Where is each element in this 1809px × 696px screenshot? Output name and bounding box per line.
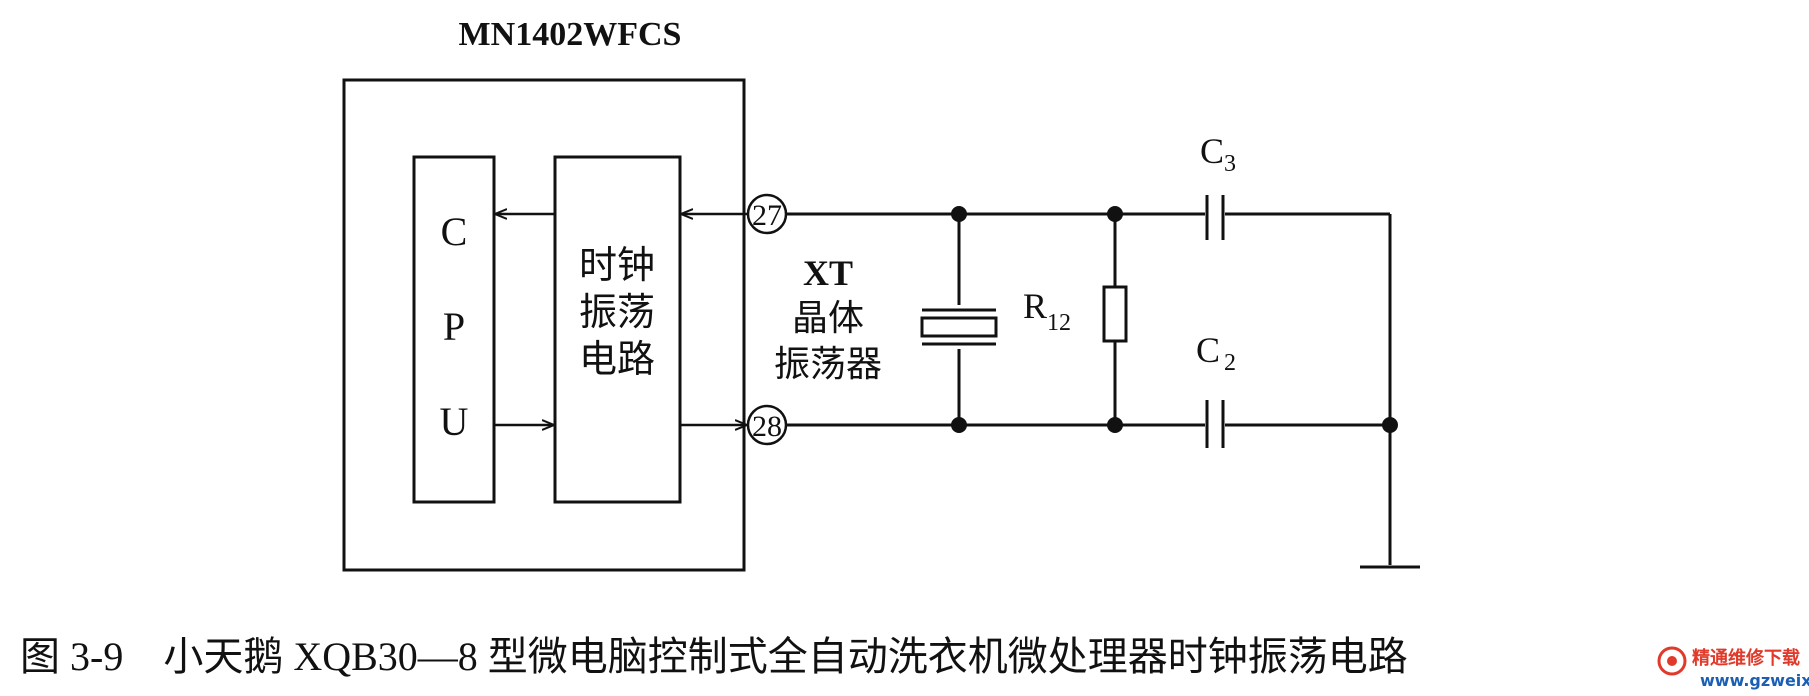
watermark-line-1: 精通维修下载 [1692, 647, 1800, 669]
crystal-label-line-3: 振荡器 [774, 344, 882, 384]
cpu-letter-p: P [443, 304, 465, 349]
chip-outline [342, 78, 746, 572]
clock-oscillator-block [553, 155, 682, 504]
cpu-letter-u: U [440, 399, 469, 444]
capacitor-c2-subscript: 2 [1224, 350, 1236, 376]
crystal-body [920, 316, 998, 338]
watermark-logo-inner-icon [1667, 656, 1677, 666]
watermark-line-2: www.gzweix.com [1700, 671, 1809, 690]
capacitor-c3-label: C3 [1200, 131, 1236, 177]
crystal-label-line-1: XT [803, 253, 853, 293]
capacitor-c3-subscript: 3 [1224, 151, 1236, 177]
pin-27-label: 27 [752, 199, 782, 232]
resistor-subscript: 12 [1047, 310, 1071, 336]
oscillator-block-line-3: 电路 [579, 339, 655, 381]
resistor-label: R12 [1023, 286, 1071, 336]
oscillator-block-line-2: 振荡 [579, 292, 655, 334]
pin-28-label: 28 [752, 410, 782, 443]
crystal-label-line-2: 晶体 [792, 298, 864, 338]
cpu-letter-c: C [441, 209, 468, 254]
figure-caption: 图 3-9 小天鹅 XQB30—8 型微电脑控制式全自动洗衣机微处理器时钟振荡电… [20, 634, 1408, 679]
junction-resistor-top [1107, 206, 1123, 222]
watermark: 精通维修下载 www.gzweix.com [1657, 646, 1809, 690]
junction-right-bottom [1382, 417, 1398, 433]
watermark-logo-icon [1657, 646, 1687, 676]
junction-resistor-bottom [1107, 417, 1123, 433]
junction-crystal-bottom [951, 417, 967, 433]
cpu-block [412, 155, 496, 504]
oscillator-block-line-1: 时钟 [579, 245, 655, 287]
resistor-body [1102, 285, 1128, 343]
chip-name: MN1402WFCS [459, 16, 682, 53]
junction-crystal-top [951, 206, 967, 222]
